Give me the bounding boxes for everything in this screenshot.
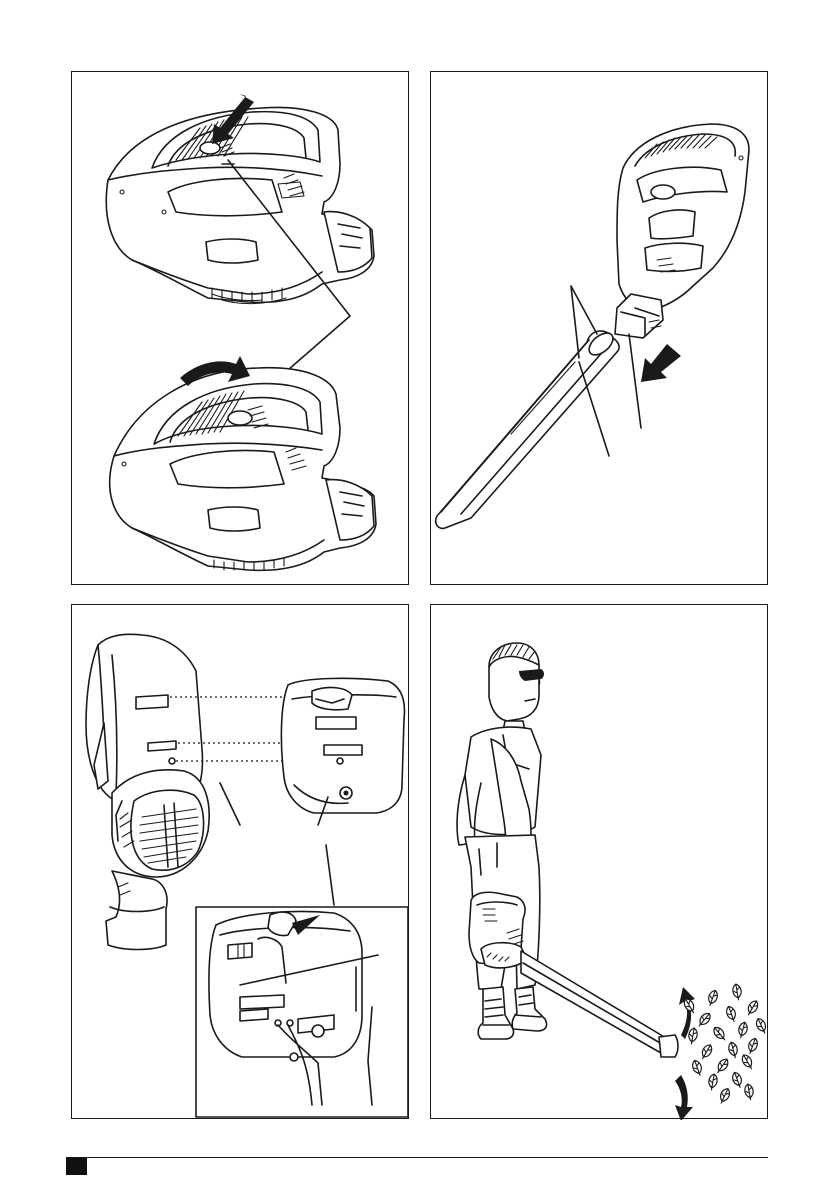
- leaf-icon: [754, 1017, 768, 1035]
- motor-housing: [86, 634, 209, 949]
- inset-detail: [196, 907, 408, 1117]
- leaf-icon: [707, 1073, 718, 1090]
- leaf-icon: [714, 1057, 730, 1075]
- figure-tube-attachment: [430, 71, 768, 585]
- figure-handle-release-drawing: [72, 72, 410, 586]
- leaf-icon: [691, 1059, 704, 1077]
- page-marker: [66, 1158, 87, 1175]
- footer-rule: [66, 1157, 768, 1158]
- leaf-icon: [696, 1011, 713, 1029]
- figure-handle-release: [71, 71, 409, 585]
- leaf-icon: [744, 1083, 755, 1100]
- figure-operating-position: [430, 604, 768, 1119]
- leaf-icon: [687, 1027, 698, 1044]
- leaf-icon: [740, 1053, 755, 1071]
- figure-tube-attachment-drawing: [431, 72, 769, 586]
- leaf-icon: [706, 989, 719, 1007]
- battery-cover: [281, 678, 404, 813]
- leaf-icon: [727, 1041, 739, 1059]
- tool-body-bottom: [110, 368, 376, 571]
- leaf-icon: [732, 983, 743, 1000]
- leaf-pile: [682, 983, 769, 1105]
- leaf-icon: [731, 1071, 744, 1089]
- leaf-icon: [746, 1037, 759, 1055]
- blower-tube: [436, 329, 619, 529]
- leaf-icon: [717, 1087, 731, 1105]
- figure-operating-position-drawing: [431, 605, 769, 1120]
- leaf-icon: [745, 999, 760, 1017]
- arrow-down-left-icon: [641, 344, 681, 382]
- leaf-icon: [725, 1005, 738, 1023]
- blower-body: [615, 124, 749, 338]
- figure-housing-assembly-drawing: [72, 605, 410, 1120]
- leaf-icon: [711, 1025, 728, 1043]
- tool-body-top: [106, 107, 374, 303]
- curved-arrow-down-icon: [675, 1075, 693, 1120]
- figure-housing-assembly: [71, 604, 409, 1119]
- leaf-icon: [737, 1021, 749, 1039]
- leaf-icon: [699, 1043, 714, 1061]
